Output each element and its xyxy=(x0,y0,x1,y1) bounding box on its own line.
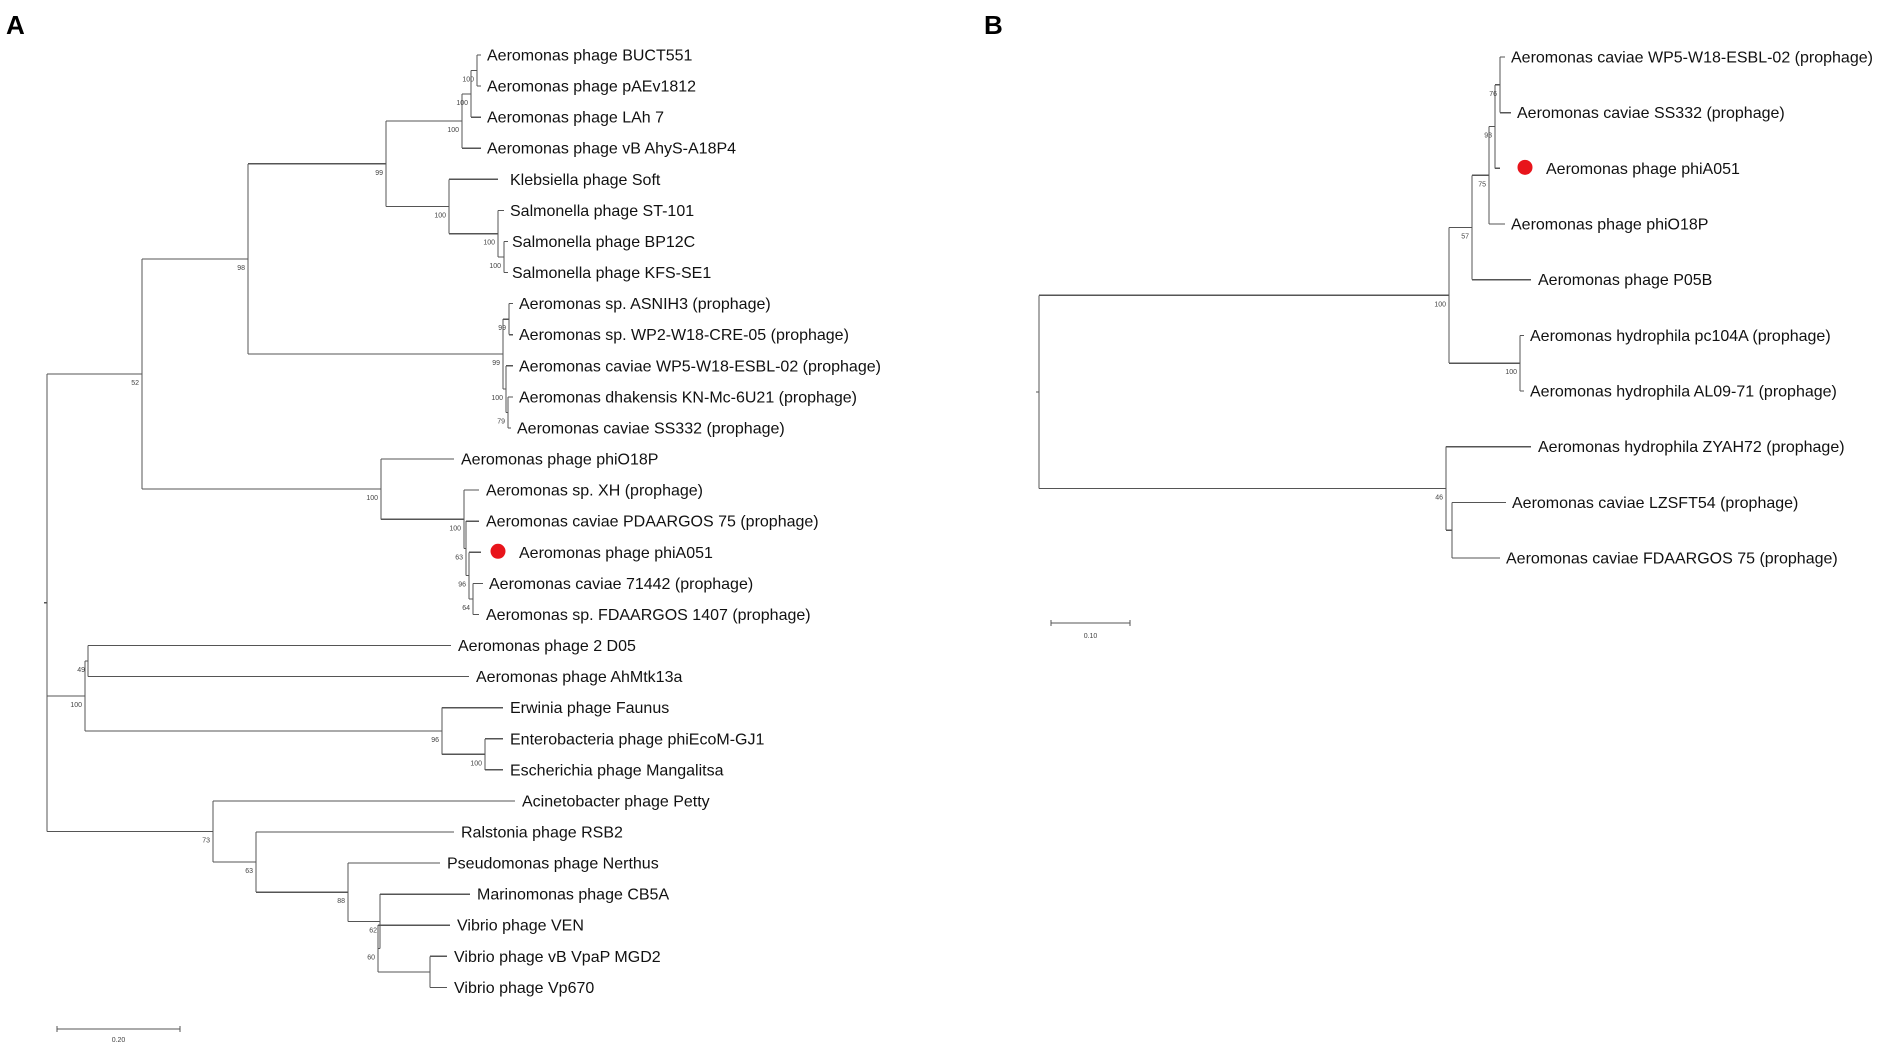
taxon-label-B-2: Aeromonas phage phiA051 xyxy=(1546,161,1740,178)
taxon-label-A-28: Vibrio phage VEN xyxy=(457,918,584,935)
bootstrap-value: 100 xyxy=(449,525,461,532)
bootstrap-value: 57 xyxy=(1461,233,1469,240)
taxon-label-B-6: Aeromonas hydrophila AL09-71 (prophage) xyxy=(1530,384,1837,401)
bootstrap-value: 96 xyxy=(458,582,466,589)
bootstrap-value: 100 xyxy=(70,702,82,709)
taxon-label-A-5: Salmonella phage ST-101 xyxy=(510,203,694,220)
bootstrap-value: 52 xyxy=(131,380,139,387)
bootstrap-value: 73 xyxy=(202,838,210,845)
taxon-label-B-7: Aeromonas hydrophila ZYAH72 (prophage) xyxy=(1538,439,1845,456)
taxon-label-B-1: Aeromonas caviae SS332 (prophage) xyxy=(1517,105,1785,122)
bootstrap-value: 63 xyxy=(455,554,463,561)
taxon-label-A-30: Vibrio phage Vp670 xyxy=(454,980,594,997)
panel-letter-a: A xyxy=(6,10,25,40)
bootstrap-value: 100 xyxy=(1505,369,1517,376)
bootstrap-value: 64 xyxy=(462,605,470,612)
taxon-label-B-8: Aeromonas caviae LZSFT54 (prophage) xyxy=(1512,495,1798,512)
taxon-label-B-3: Aeromonas phage phiO18P xyxy=(1511,217,1708,234)
taxon-label-A-22: Enterobacteria phage phiEcoM-GJ1 xyxy=(510,731,764,748)
bootstrap-value: 98 xyxy=(237,265,245,272)
taxon-label-A-7: Salmonella phage KFS-SE1 xyxy=(512,265,711,282)
bootstrap-value: 76 xyxy=(1489,91,1497,98)
bootstrap-value: 100 xyxy=(456,100,468,107)
bootstrap-value: 100 xyxy=(447,127,459,134)
taxon-label-A-2: Aeromonas phage LAh 7 xyxy=(487,110,664,127)
taxon-label-A-9: Aeromonas sp. WP2-W18-CRE-05 (prophage) xyxy=(519,327,849,344)
taxon-label-A-21: Erwinia phage Faunus xyxy=(510,700,669,717)
bootstrap-value: 100 xyxy=(483,240,495,247)
bootstrap-value: 79 xyxy=(497,418,505,425)
taxon-label-A-24: Acinetobacter phage Petty xyxy=(522,793,710,810)
bootstrap-value: 99 xyxy=(498,325,506,332)
taxon-label-A-0: Aeromonas phage BUCT551 xyxy=(487,48,693,65)
bootstrap-value: 100 xyxy=(470,760,482,767)
scale-bar-label-A: 0.20 xyxy=(112,1037,126,1044)
panel-letter-b: B xyxy=(984,10,1003,40)
taxon-label-A-11: Aeromonas dhakensis KN-Mc-6U21 (prophage… xyxy=(519,389,857,406)
taxon-label-A-16: Aeromonas phage phiA051 xyxy=(519,545,713,562)
taxon-label-A-1: Aeromonas phage pAEv1812 xyxy=(487,79,696,96)
taxon-label-A-19: Aeromonas phage 2 D05 xyxy=(458,638,636,655)
bootstrap-value: 99 xyxy=(375,170,383,177)
bootstrap-value: 96 xyxy=(431,737,439,744)
bootstrap-value: 88 xyxy=(337,898,345,905)
taxon-label-A-13: Aeromonas phage phiO18P xyxy=(461,452,658,469)
highlight-marker-dot xyxy=(1517,159,1533,175)
bootstrap-value: 63 xyxy=(245,868,253,875)
bootstrap-value: 100 xyxy=(1434,301,1446,308)
taxon-label-A-18: Aeromonas sp. FDAARGOS 1407 (prophage) xyxy=(486,607,811,624)
taxon-label-A-26: Pseudomonas phage Nerthus xyxy=(447,856,659,873)
taxon-label-A-23: Escherichia phage Mangalitsa xyxy=(510,762,724,779)
bootstrap-value: 100 xyxy=(491,395,503,402)
taxon-label-A-20: Aeromonas phage AhMtk13a xyxy=(476,669,682,686)
taxon-label-A-3: Aeromonas phage vB AhyS-A18P4 xyxy=(487,141,736,158)
bootstrap-value: 46 xyxy=(1435,494,1443,501)
taxon-label-A-4: Klebsiella phage Soft xyxy=(510,172,661,189)
bootstrap-value: 49 xyxy=(77,667,85,674)
taxon-label-A-8: Aeromonas sp. ASNIH3 (prophage) xyxy=(519,296,771,313)
tree-panel-b: B 100 57 75 93 76 Aeromonas caviae WP5-W18-ES… xyxy=(984,10,1873,640)
bootstrap-value: 60 xyxy=(367,955,375,962)
bootstrap-value: 93 xyxy=(1484,133,1492,140)
taxon-label-A-15: Aeromonas caviae PDAARGOS 75 (prophage) xyxy=(486,514,819,531)
bootstrap-value: 100 xyxy=(366,495,378,502)
bootstrap-value: 62 xyxy=(369,927,377,934)
bootstrap-value: 99 xyxy=(492,360,500,367)
bootstrap-value: 75 xyxy=(1478,181,1486,188)
taxon-label-A-10: Aeromonas caviae WP5-W18-ESBL-02 (propha… xyxy=(519,358,881,375)
bootstrap-value: 100 xyxy=(489,263,501,270)
taxon-label-A-27: Marinomonas phage CB5A xyxy=(477,887,669,904)
taxon-label-B-9: Aeromonas caviae FDAARGOS 75 (prophage) xyxy=(1506,551,1838,568)
taxon-label-A-12: Aeromonas caviae SS332 (prophage) xyxy=(517,420,785,437)
bootstrap-value: 100 xyxy=(434,213,446,220)
taxon-label-A-29: Vibrio phage vB VpaP MGD2 xyxy=(454,949,661,966)
scale-bar-label-B: 0.10 xyxy=(1084,633,1098,640)
tree-panel-a: A 52 98 99 100 100 100 Aeromonas phage BUCT551… xyxy=(6,10,881,1044)
taxon-label-B-4: Aeromonas phage P05B xyxy=(1538,272,1712,289)
taxon-label-B-5: Aeromonas hydrophila pc104A (prophage) xyxy=(1530,328,1831,345)
bootstrap-value: 100 xyxy=(462,77,474,84)
taxon-label-B-0: Aeromonas caviae WP5-W18-ESBL-02 (propha… xyxy=(1511,50,1873,67)
taxon-label-A-14: Aeromonas sp. XH (prophage) xyxy=(486,483,703,500)
highlight-marker-dot xyxy=(490,543,506,559)
taxon-label-A-25: Ralstonia phage RSB2 xyxy=(461,825,623,842)
taxon-label-A-6: Salmonella phage BP12C xyxy=(512,234,695,251)
taxon-label-A-17: Aeromonas caviae 71442 (prophage) xyxy=(489,576,753,593)
